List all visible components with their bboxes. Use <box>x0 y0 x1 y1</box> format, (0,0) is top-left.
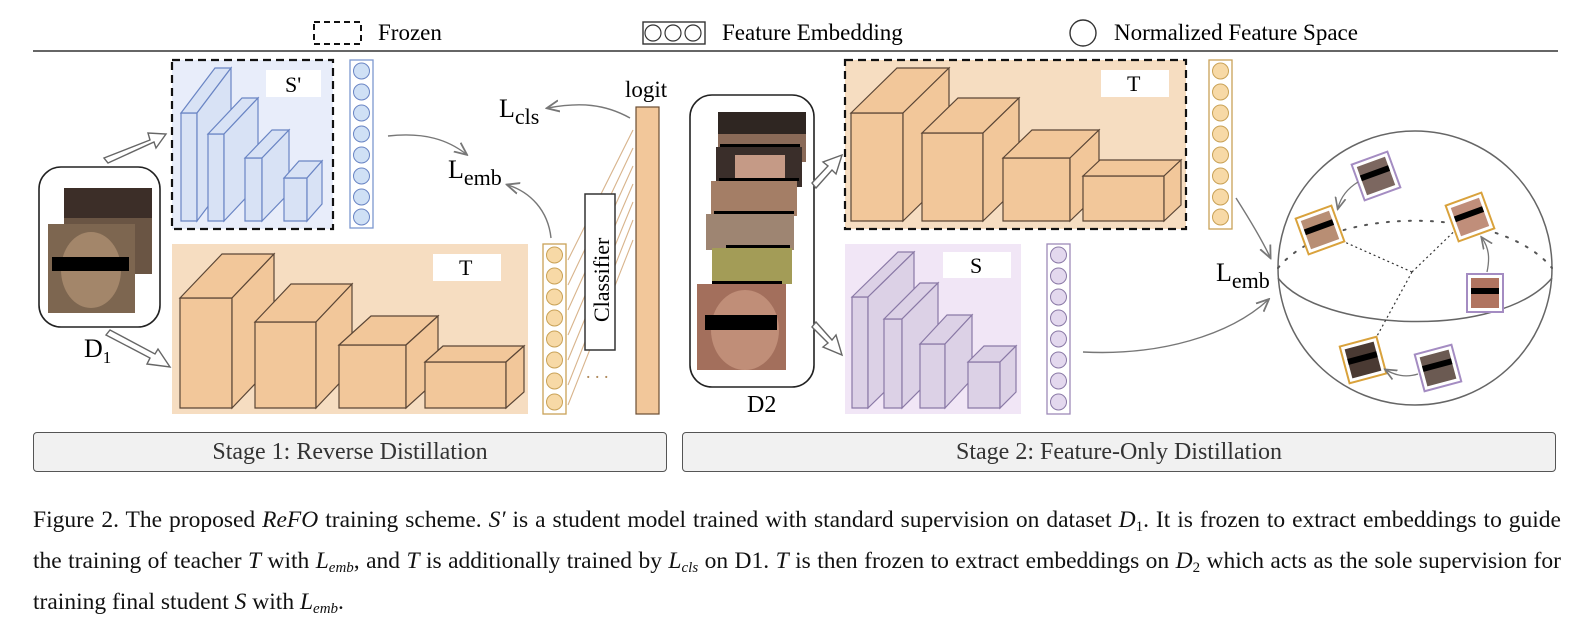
teacher-feature-embedding-stage2 <box>1208 59 1233 230</box>
face-image <box>711 181 797 216</box>
legend-frozen-text: Frozen <box>378 20 442 45</box>
student-s-model: S <box>845 244 1021 414</box>
sprime-feature-embedding <box>349 59 374 229</box>
legend-normalized-space-text: Normalized Feature Space <box>1114 20 1358 45</box>
classifier-box <box>584 193 616 351</box>
teacher-model-stage2: T <box>843 58 1188 231</box>
student-face-embedding-3 <box>1413 343 1463 393</box>
legend: Frozen Feature Embedding Normalized Feat… <box>33 19 1558 52</box>
teacher-model-stage1: T <box>172 244 528 414</box>
student-sprime-label: S' <box>285 72 301 97</box>
loss-emb-label-stage2: Lemb <box>1216 258 1270 293</box>
stage2-title: Stage 2: Feature-Only Distillation <box>956 438 1282 465</box>
teacher-face-embedding-3 <box>1338 335 1388 385</box>
face-image <box>706 214 794 250</box>
dataset-d2: D2 <box>689 94 815 418</box>
loss-emb-label-stage1: Lemb <box>448 155 502 190</box>
face-censor-bar <box>705 315 777 330</box>
classifier-dots: . . . <box>586 362 609 382</box>
teacher-label-stage1: T <box>459 255 473 280</box>
arrow-sprime-to-lemb <box>387 134 466 154</box>
teacher-feature-embedding-stage1 <box>542 243 567 415</box>
arrow-d1-to-teacher <box>104 329 172 368</box>
arrow-logit-to-lcls <box>548 105 631 119</box>
stage1-title: Stage 1: Reverse Distillation <box>212 438 488 465</box>
figure-caption: Figure 2. The proposed ReFO training sch… <box>33 507 1561 617</box>
arrow-d2-to-student <box>811 320 844 357</box>
normalized-feature-sphere <box>1277 130 1553 406</box>
dataset-d1-label: D1 <box>84 334 111 367</box>
legend-feature-embedding-text: Feature Embedding <box>722 20 903 45</box>
student-face-embedding-2 <box>1466 273 1504 313</box>
classifier-label: Classifier <box>589 237 614 322</box>
arrow-teacher-embedding-to-lemb2 <box>1235 197 1270 257</box>
refo-diagram: Frozen Feature Embedding Normalized Feat… <box>33 19 1558 418</box>
feature-embedding-legend-icon <box>642 21 706 45</box>
arrow-teacher-embedding-to-lemb <box>508 185 552 239</box>
stage1-title-bar: Stage 1: Reverse Distillation <box>33 432 667 472</box>
dataset-d1: D1 <box>38 166 161 367</box>
frozen-legend-icon <box>313 21 362 45</box>
normalized-space-legend-icon <box>1069 19 1097 47</box>
arrow-d1-to-sprime <box>102 132 168 164</box>
arrow-d2-to-teacher <box>811 153 844 190</box>
student-feature-embedding <box>1046 243 1071 415</box>
teacher-face-embedding-2 <box>1444 191 1496 243</box>
logit-bar <box>635 106 660 415</box>
face-censor-bar <box>52 257 129 271</box>
student-sprime-model: S' <box>170 58 335 231</box>
student-s-label: S <box>970 253 982 278</box>
student-face-embedding-1 <box>1350 150 1402 202</box>
stage2-title-bar: Stage 2: Feature-Only Distillation <box>682 432 1556 472</box>
arrow-student-embedding-to-lemb2 <box>1082 300 1268 354</box>
face-image <box>712 248 792 284</box>
dataset-d2-label: D2 <box>747 392 776 418</box>
logit-label: logit <box>625 77 668 102</box>
teacher-face-embedding-1 <box>1294 204 1346 256</box>
teacher-label-stage2: T <box>1127 71 1141 96</box>
loss-cls-label: Lcls <box>499 94 539 129</box>
